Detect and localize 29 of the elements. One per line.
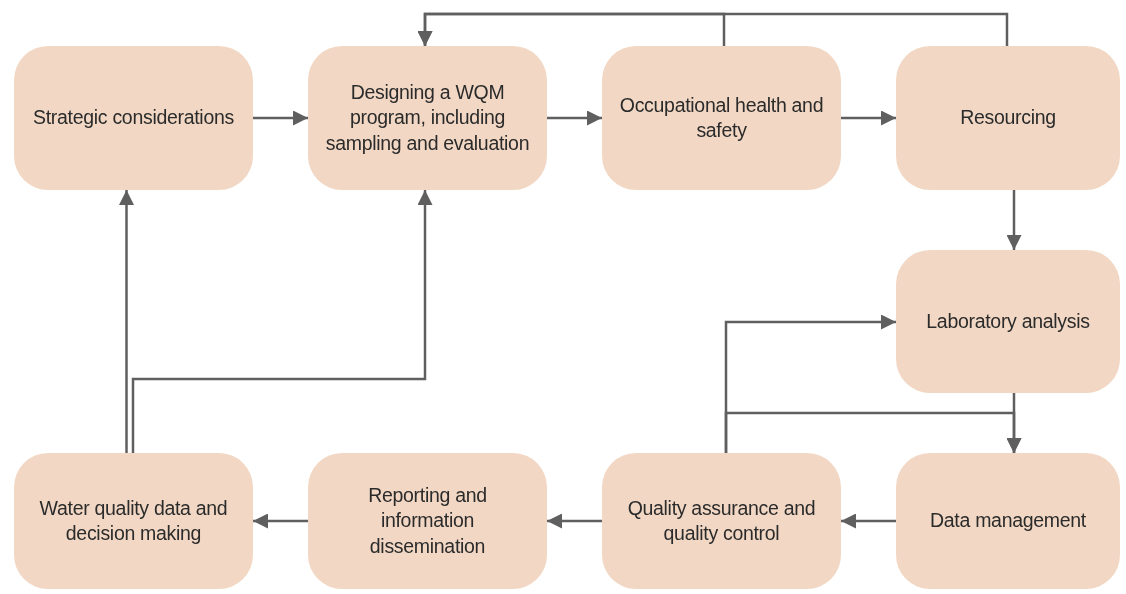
- box-label: Designing a WQM program, including sampling and evaluation: [324, 80, 531, 156]
- box-label: Resourcing: [960, 105, 1056, 131]
- box-label: Strategic considerations: [33, 105, 234, 131]
- box-label: Laboratory analysis: [926, 308, 1090, 334]
- arrow: [253, 513, 308, 529]
- arrow: [724, 411, 1022, 453]
- arrow: [841, 513, 896, 529]
- arrow: [547, 513, 602, 529]
- box-label: Water quality data and decision making: [38, 495, 229, 546]
- arrow: [547, 110, 602, 126]
- process-box: [14, 453, 253, 589]
- process-box: [308, 46, 547, 190]
- process-box: [896, 453, 1120, 589]
- process-box: [14, 46, 253, 190]
- arrow: [417, 12, 1009, 46]
- box-label: Quality assurance and quality control: [626, 495, 817, 546]
- process-box: [602, 453, 841, 589]
- arrow: [841, 110, 896, 126]
- arrow: [131, 190, 433, 453]
- process-box: [896, 46, 1120, 190]
- process-box: [602, 46, 841, 190]
- arrow: [1006, 190, 1022, 250]
- arrow: [119, 190, 134, 453]
- box-label: Data management: [930, 508, 1086, 534]
- box-label: Occupational health and safety: [618, 92, 825, 143]
- process-box: [896, 250, 1120, 393]
- arrow: [253, 110, 308, 126]
- process-box: [308, 453, 547, 589]
- box-label: Reporting and information dissemination: [367, 483, 488, 559]
